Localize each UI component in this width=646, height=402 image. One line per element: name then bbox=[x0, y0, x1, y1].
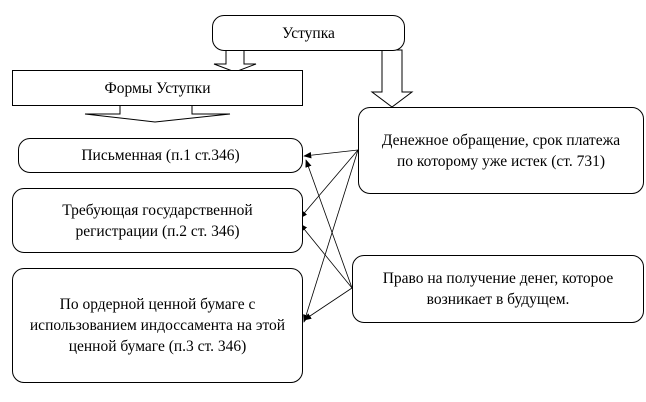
link-future-registration bbox=[299, 223, 353, 289]
link-money-written bbox=[303, 149, 359, 159]
link-future-written bbox=[305, 159, 353, 289]
form-written: Письменная (п.1 ст.346) bbox=[18, 138, 303, 173]
hollow-arrow-to-forms bbox=[213, 49, 257, 73]
root-label: Уступка bbox=[282, 24, 335, 42]
form-registration: Требующая государственной регистрации (п… bbox=[12, 188, 303, 253]
root-node: Уступка bbox=[212, 15, 405, 51]
forms-label: Формы Уступки bbox=[104, 79, 211, 97]
object-future-money: Право на получение денег, которое возник… bbox=[352, 255, 644, 323]
form-registration-label: Требующая государственной регистрации (п… bbox=[62, 201, 253, 240]
forms-node: Формы Уступки bbox=[12, 70, 303, 106]
link-money-registration bbox=[299, 149, 359, 219]
object-money-overdue: Денежное обращение, срок платежа по кото… bbox=[358, 107, 644, 194]
link-money-order bbox=[303, 149, 359, 323]
object-money-overdue-label: Денежное обращение, срок платежа по кото… bbox=[381, 131, 621, 170]
link-future-order bbox=[303, 287, 353, 321]
form-order-security-label: По ордерной ценной бумаге с использовани… bbox=[29, 296, 286, 355]
form-order-security: По ордерной ценной бумаге с использовани… bbox=[12, 268, 303, 383]
hollow-arrow-to-money bbox=[370, 49, 414, 108]
wide-arrow-from-forms bbox=[84, 104, 231, 123]
object-future-money-label: Право на получение денег, которое возник… bbox=[382, 270, 614, 308]
form-written-label: Письменная (п.1 ст.346) bbox=[81, 147, 240, 164]
